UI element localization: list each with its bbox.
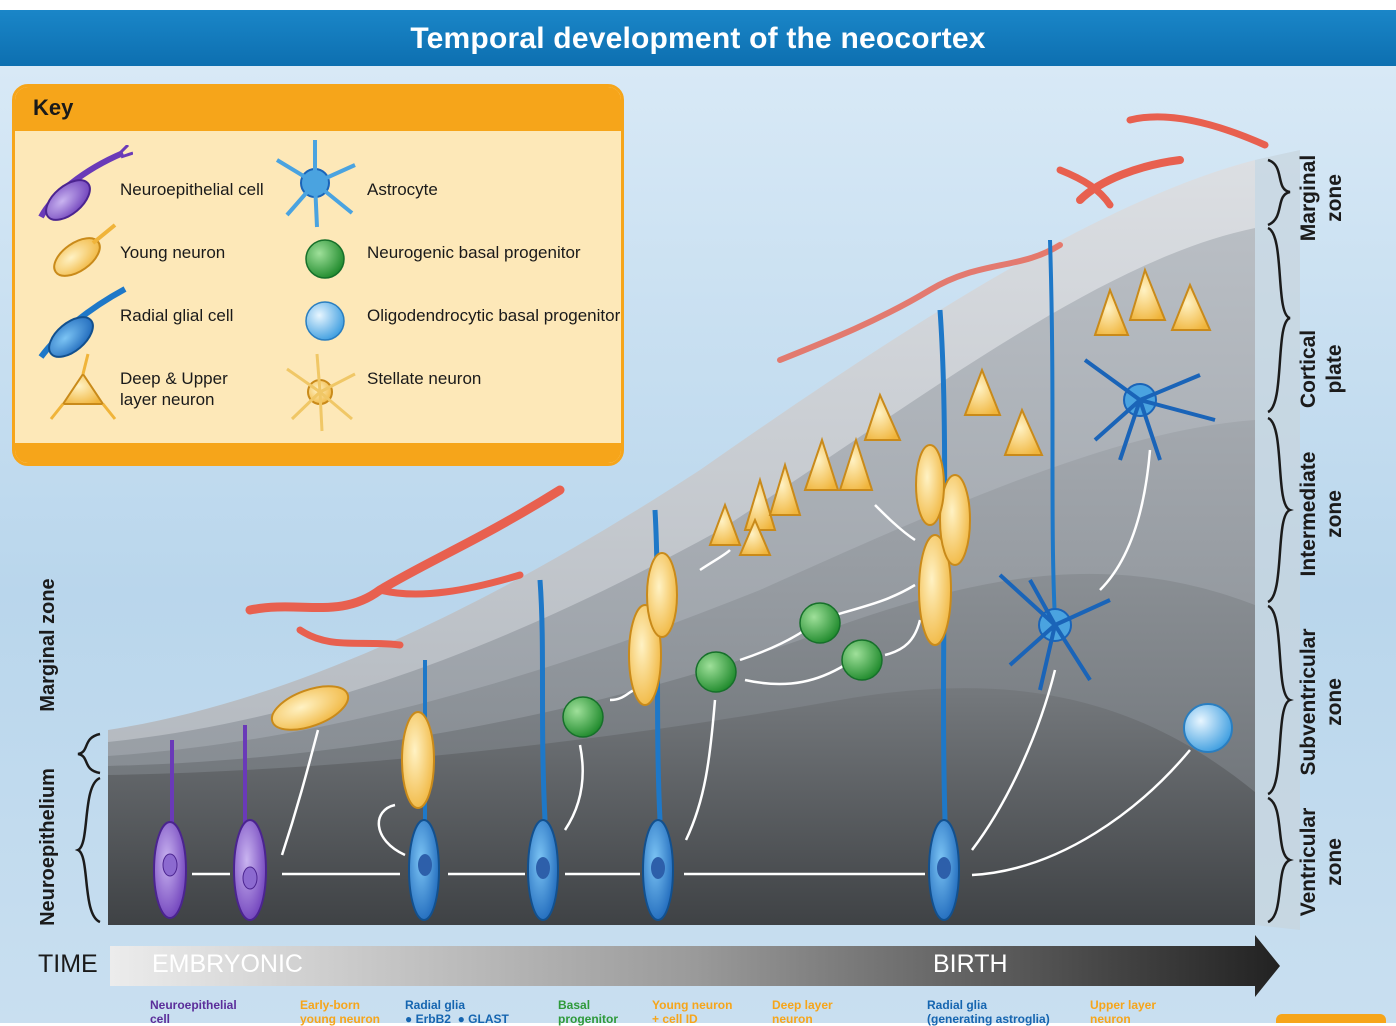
radial-glial-cell-icon <box>38 286 127 359</box>
neuroepithelial-cells <box>153 725 267 921</box>
page-title: Temporal development of the neocortex <box>410 22 986 55</box>
zone-label-ventricular: Ventricular zone <box>1297 807 1346 917</box>
left-zone-brackets <box>74 732 101 924</box>
left-label-marginal-zone: Marginal zone <box>37 578 59 712</box>
key-label-astrocyte: Astrocyte <box>367 180 438 199</box>
timeline-arrow <box>110 935 1280 997</box>
right-zone-brackets <box>1267 158 1294 924</box>
key-heading: Key <box>33 95 74 120</box>
ventricular-layer <box>108 688 1255 925</box>
bottom-label-neuroepithelial: Neuroepithelial cell <box>150 998 237 1026</box>
bottom-label-upper-layer-neuron: Upper layer neuron <box>1090 998 1157 1026</box>
timeline-embryonic-label: EMBRYONIC <box>152 950 303 978</box>
key-panel: Key Neuroepithelial cell Young neuron Ra… <box>12 84 624 466</box>
bottom-label-deep-layer-neuron: Deep layer neuron <box>772 998 833 1026</box>
astrocytes <box>998 358 1216 691</box>
key-label-neuroepithelial-cell: Neuroepithelial cell <box>120 180 264 199</box>
key-label-young-neuron: Young neuron <box>120 243 226 262</box>
bottom-label-radial-glia-astroglia: Radial glia (generating astroglia) <box>927 998 1050 1026</box>
key-header: Key <box>15 87 621 131</box>
key-label-neurogenic-basal-progenitor: Neurogenic basal progenitor <box>367 243 581 262</box>
key-label-deep-upper-layer-neuron: Deep & Upper layer neuron <box>120 369 228 409</box>
oligodendrocytic-progenitor <box>1183 703 1233 753</box>
meninges-vessels <box>245 113 1269 649</box>
key-label-oligodendrocytic-basal-progenitor: Oligodendrocytic basal progenitor <box>367 306 621 325</box>
key-label-radial-glial-cell: Radial glial cell <box>120 306 234 325</box>
astrocyte-icon <box>275 140 356 228</box>
stellate-neuron-icon <box>286 353 356 432</box>
bottom-label-basal-progenitor: Basal progenitor <box>558 998 618 1026</box>
timeline-axis-label: TIME <box>38 950 98 978</box>
key-label-stellate-neuron: Stellate neuron <box>367 369 482 388</box>
zone-label-cortical-plate: Cortical plate <box>1297 329 1346 409</box>
neurogenic-basal-progenitor-icon <box>305 239 345 279</box>
timeline-birth-label: BIRTH <box>933 950 1008 978</box>
young-neurons <box>270 444 971 809</box>
young-neuron-icon <box>53 223 117 277</box>
zone-label-subventricular: Subventricular zone <box>1297 628 1346 776</box>
oligodendrocytic-basal-progenitor-icon <box>305 301 345 341</box>
bottom-corner-tab <box>1276 1014 1386 1023</box>
bottom-label-young-neuron: Young neuron + cell ID <box>652 998 733 1026</box>
flow-arrows <box>192 449 1191 877</box>
zone-label-intermediate: Intermediate zone <box>1297 451 1346 577</box>
title-bar: Temporal development of the neocortex <box>0 10 1396 66</box>
bottom-label-radial-glia: Radial glia ● ErbB2 ● GLAST <box>405 998 509 1026</box>
deep-upper-layer-neuron-icon <box>49 353 117 420</box>
deep-upper-layer-neurons <box>708 266 1212 556</box>
radial-glial-cells <box>408 239 1057 921</box>
zone-label-marginal: Marginal zone <box>1297 154 1346 242</box>
key-footer <box>15 443 621 463</box>
side-wall <box>1255 150 1300 930</box>
bottom-label-early-born-neuron: Early-born young neuron <box>300 998 380 1026</box>
neuroepithelial-cell-icon <box>38 145 133 221</box>
left-label-neuroepithelium: Neuroepithelium <box>37 768 59 926</box>
neurogenic-basal-progenitors <box>562 602 883 738</box>
